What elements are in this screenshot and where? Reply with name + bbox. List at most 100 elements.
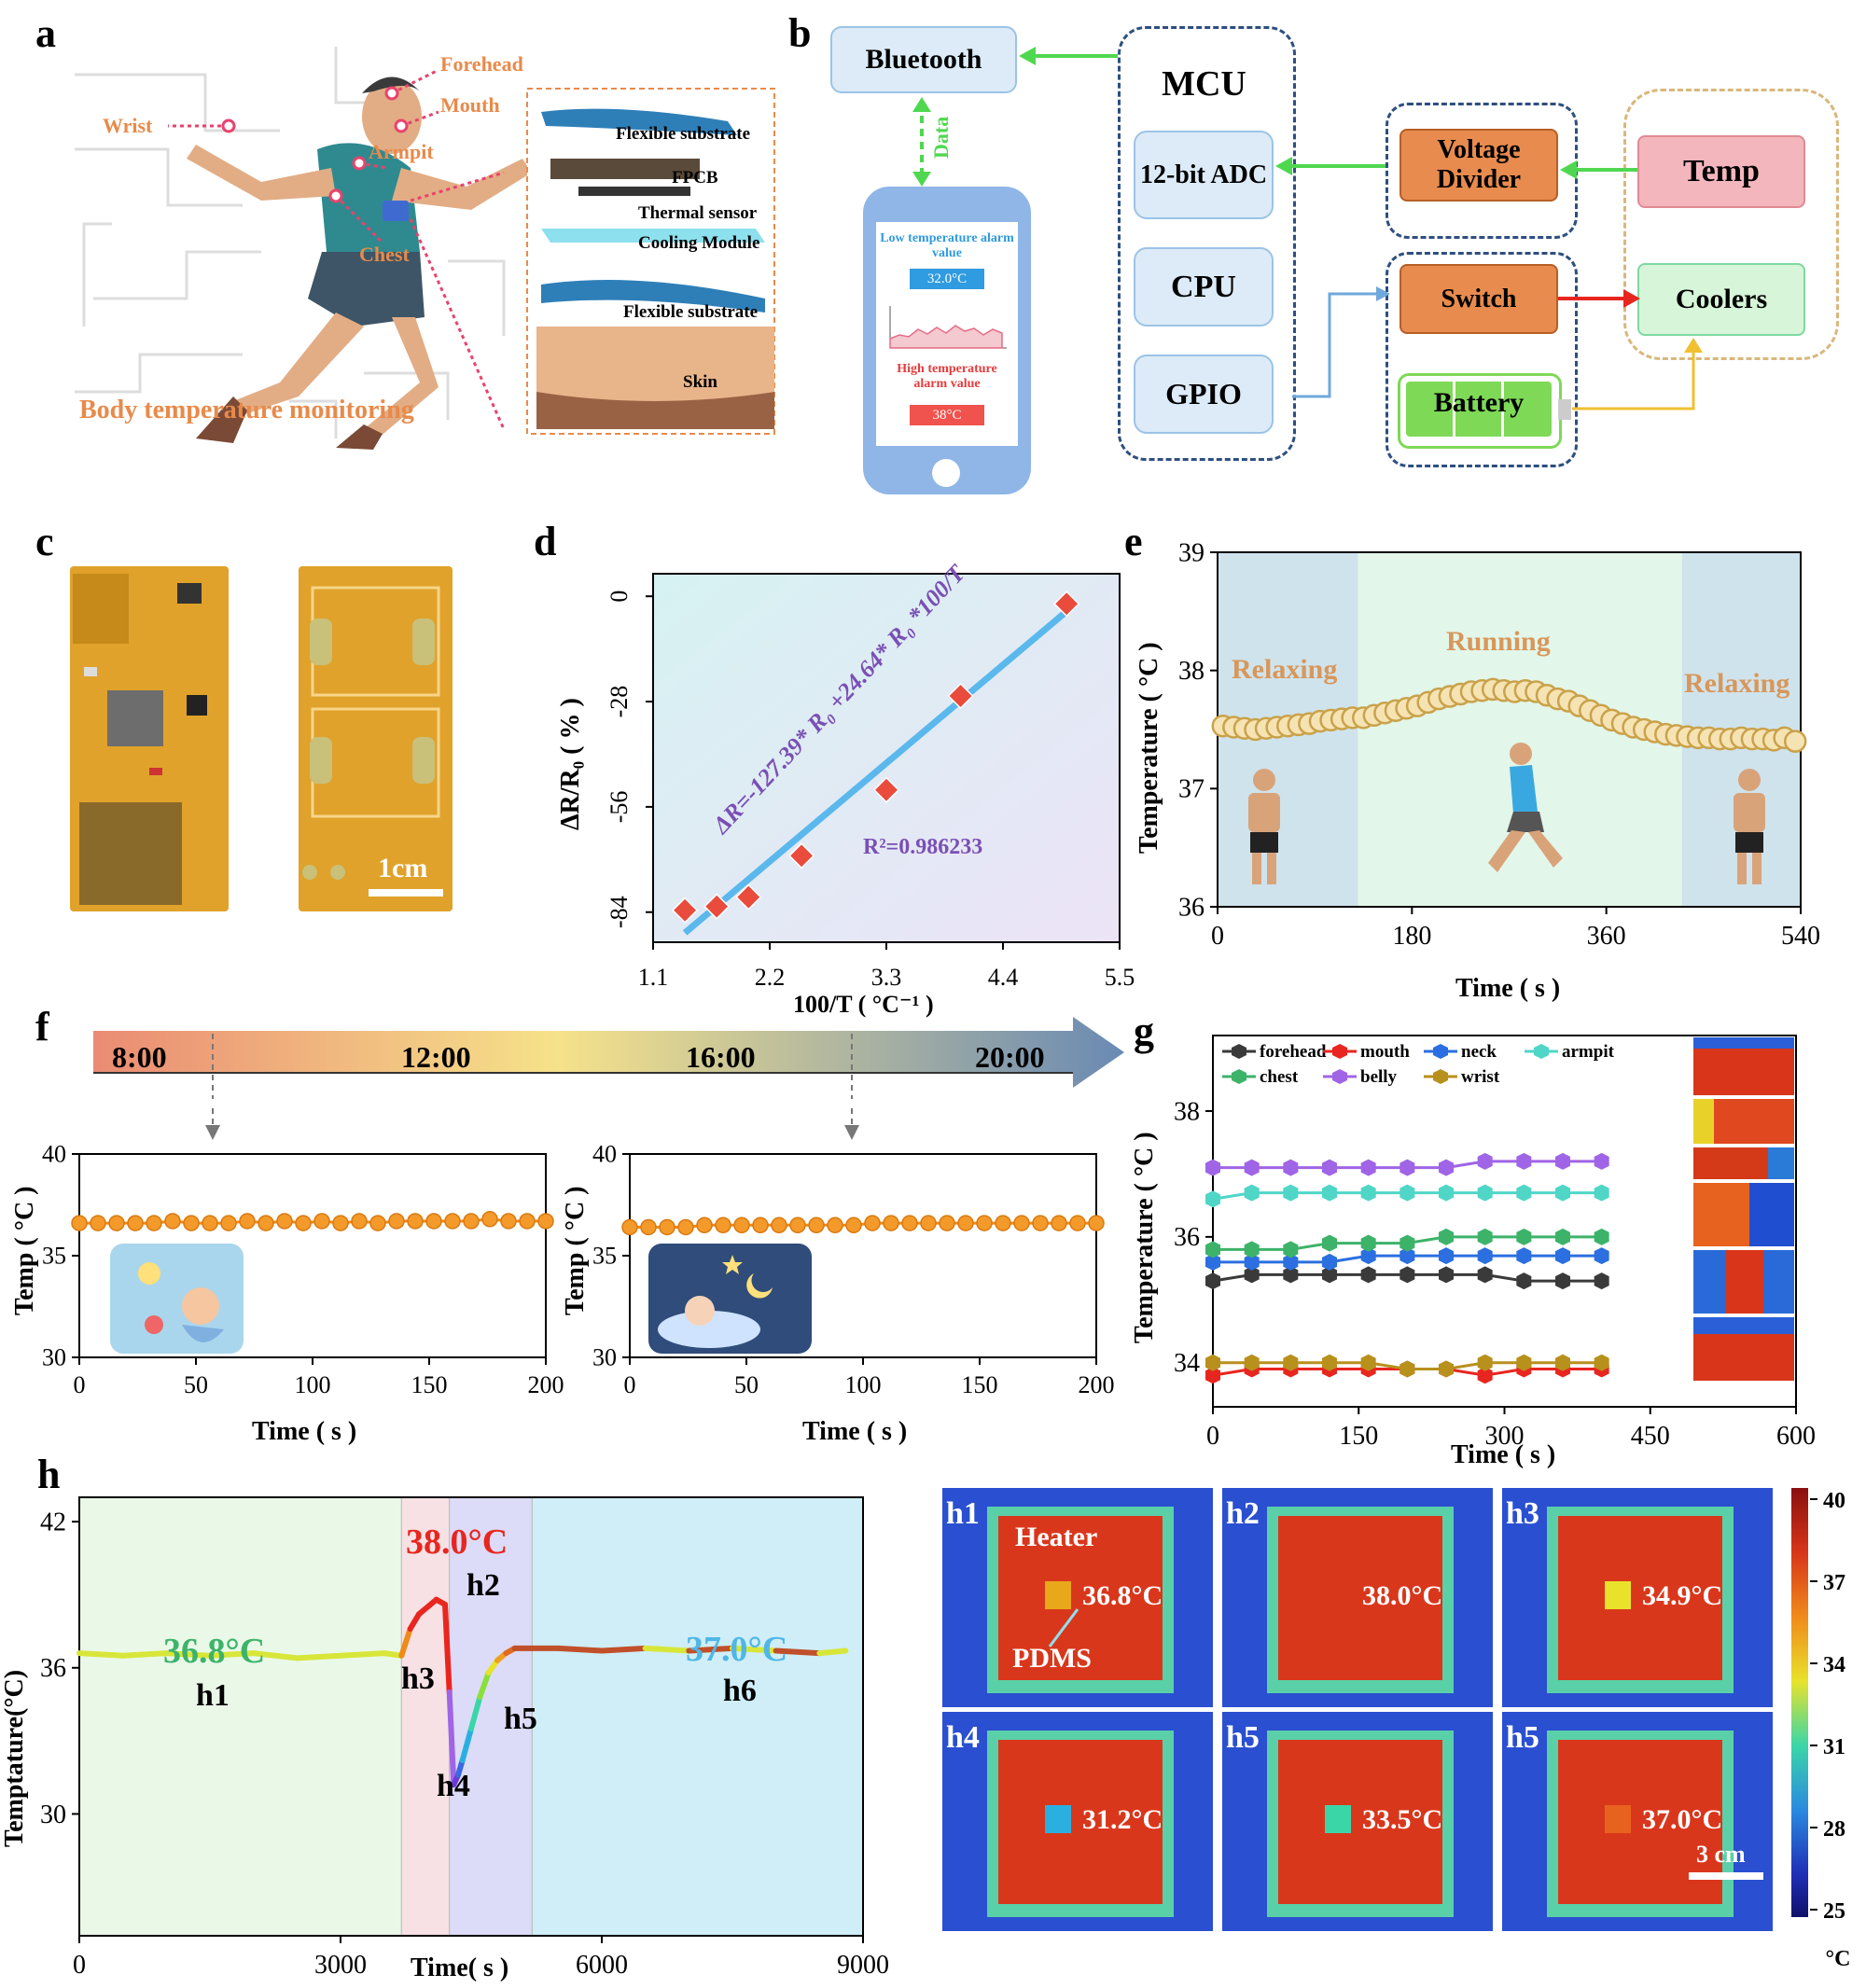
- chart-d-ylabel: ΔR/R₀ ( % ): [556, 698, 585, 830]
- x-tick-label: 2.2: [755, 964, 786, 991]
- x-tick-label: 100: [295, 1371, 331, 1398]
- timeline-20: 20:00: [975, 1040, 1045, 1074]
- series-segment: [642, 1645, 692, 1654]
- y-tick-label: 30: [40, 1800, 66, 1829]
- temperature-readout: 31.2°C: [1082, 1804, 1163, 1835]
- legend-label-wrist: wrist: [1461, 1067, 1500, 1087]
- image-label: h2: [1226, 1496, 1260, 1531]
- colorbar-tick-label: 31: [1823, 1735, 1845, 1759]
- image-label: h5: [1506, 1720, 1539, 1755]
- series-segment: [398, 1626, 413, 1659]
- site-label-wrist: Wrist: [103, 114, 153, 137]
- image-label: h4: [946, 1720, 980, 1755]
- data-point-wrist: [1477, 1354, 1493, 1371]
- data-point-chest: [1244, 1241, 1260, 1258]
- x-tick-label: 450: [1631, 1422, 1670, 1451]
- x-tick-label: 100: [845, 1371, 882, 1398]
- data-point: [425, 1213, 442, 1230]
- data-point: [947, 682, 974, 710]
- data-point-wrist: [1400, 1360, 1415, 1378]
- heater-area: [1558, 1516, 1722, 1680]
- layer-label-5: Flexible substrate: [623, 302, 758, 322]
- y-tick-label: 42: [40, 1508, 66, 1536]
- data-point: [845, 1216, 862, 1234]
- panel-label-g: g: [1134, 1008, 1154, 1054]
- heater-label: Heater: [1015, 1522, 1097, 1552]
- data-point-neck: [1360, 1247, 1376, 1265]
- h-marker-4: h4: [437, 1769, 470, 1803]
- y-tick-label: -56: [606, 791, 633, 824]
- series-segment: [442, 1601, 453, 1695]
- y-tick-label: 0: [606, 591, 633, 603]
- series-segment: [407, 1611, 422, 1632]
- data-point-chest: [1283, 1241, 1299, 1258]
- fit-line: [682, 608, 1069, 936]
- high-alarm-value[interactable]: 38°C: [910, 405, 984, 425]
- y-tick-label: 38: [1178, 657, 1205, 686]
- data-point-forehead: [1516, 1272, 1532, 1290]
- series-segment: [555, 1645, 605, 1654]
- data-point: [976, 1215, 993, 1231]
- legend-label-armpit: armpit: [1562, 1042, 1615, 1062]
- data-point-chest: [1360, 1234, 1376, 1252]
- data-point-neck: [1439, 1247, 1454, 1265]
- series-segment: [338, 1650, 387, 1659]
- panel-label-b: b: [788, 10, 812, 56]
- data-point: [1032, 1215, 1049, 1231]
- data-point-armpit: [1400, 1184, 1415, 1202]
- chart-h-ylabel: Temptature(°C): [0, 1670, 29, 1847]
- data-point-belly: [1439, 1159, 1454, 1176]
- x-tick-label: 3.3: [871, 964, 902, 991]
- chart-f1-ylabel: Temp ( °C ): [10, 1187, 39, 1316]
- data-point-forehead: [1594, 1272, 1609, 1290]
- scale-label-3cm: 3 cm: [1696, 1841, 1746, 1868]
- series-segment: [599, 1645, 648, 1654]
- y-tick-label: 30: [42, 1344, 66, 1371]
- pcb-photos: 1cm: [70, 566, 453, 911]
- y-tick-label: -84: [606, 896, 633, 928]
- phone-home-button[interactable]: [932, 459, 960, 487]
- legend-label-chest: chest: [1260, 1067, 1299, 1087]
- pdms-spot: [1325, 1581, 1351, 1609]
- legend-marker: [1232, 1044, 1246, 1059]
- layer-label-3: Thermal sensor: [638, 203, 758, 223]
- pdms-spot: [1605, 1581, 1631, 1609]
- y-tick-label: 35: [592, 1243, 617, 1270]
- data-point-armpit: [1477, 1184, 1493, 1202]
- image-label: h1: [946, 1496, 980, 1531]
- data-point: [677, 1218, 694, 1236]
- series-segment: [477, 1670, 492, 1701]
- legend-label-mouth: mouth: [1360, 1042, 1410, 1062]
- low-alarm-value[interactable]: 32.0°C: [910, 269, 984, 289]
- data-point-neck: [1322, 1253, 1337, 1271]
- baby-sleeping-icon: [648, 1244, 812, 1354]
- data-point-armpit: [1205, 1190, 1220, 1208]
- colorbar-tick-label: 37: [1823, 1571, 1845, 1595]
- y-tick-label: 40: [592, 1141, 617, 1168]
- y-tick-label: 35: [42, 1243, 66, 1270]
- data-point: [1013, 1215, 1030, 1231]
- phone-screen: Low temperature alarm value 32.0°C High …: [876, 222, 1018, 446]
- legend-marker: [1433, 1069, 1448, 1084]
- legend-label-belly: belly: [1360, 1067, 1398, 1087]
- data-point-forehead: [1205, 1272, 1220, 1290]
- data-point-belly: [1283, 1159, 1299, 1176]
- layer-label-6: Skin: [683, 372, 717, 392]
- x-tick-label: 200: [528, 1371, 564, 1398]
- x-tick-label: 0: [1206, 1422, 1219, 1451]
- chart-f2-ylabel: Temp ( °C ): [561, 1187, 590, 1316]
- data-point-forehead: [1322, 1266, 1337, 1284]
- chart-d-r2: R²=0.986233: [863, 835, 982, 859]
- panel-b: Bluetooth Low temperature alarm value 32…: [821, 19, 1847, 494]
- data-point-neck: [1283, 1253, 1299, 1271]
- data-point: [463, 1213, 480, 1230]
- data-point-wrist: [1322, 1354, 1337, 1371]
- pdms-label: PDMS: [1012, 1643, 1092, 1674]
- timeline-12: 12:00: [401, 1040, 471, 1074]
